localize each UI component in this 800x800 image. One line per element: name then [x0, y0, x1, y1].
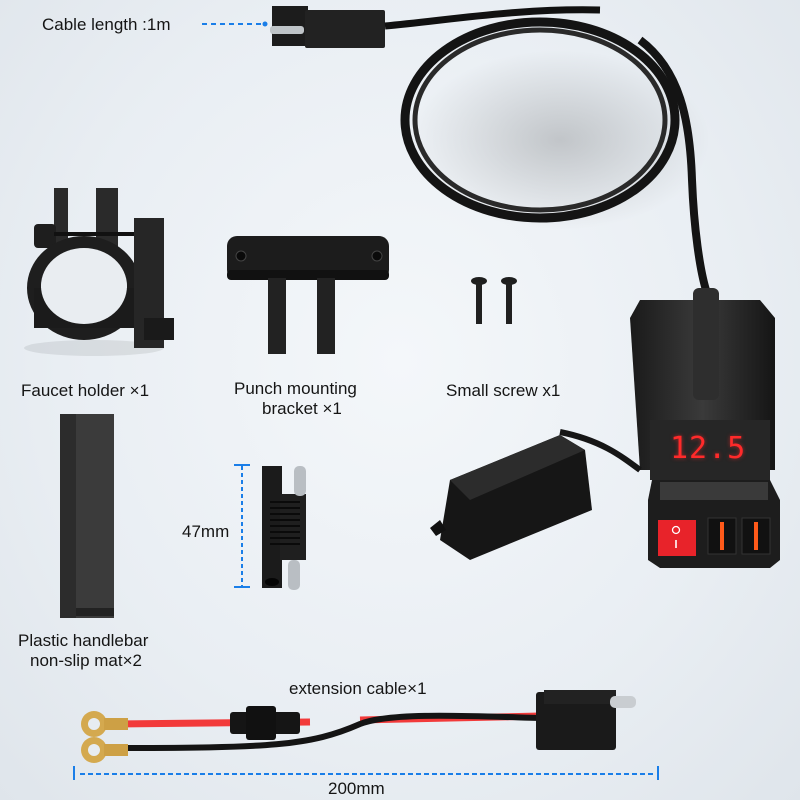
punch-mounting-bracket-image — [227, 236, 389, 354]
extension-cable-label: extension cable×1 — [289, 679, 427, 698]
cable-length-label: Cable length :1m — [42, 15, 171, 34]
extension-dimension-line — [73, 766, 659, 780]
non-slip-mat-label-line1: Plastic handlebar — [18, 631, 149, 650]
sae-connector-image — [262, 466, 306, 590]
faucet-holder-label: Faucet holder ×1 — [21, 381, 150, 400]
extension-cable-image — [81, 690, 636, 763]
non-slip-mat-label-line2: non-slip mat×2 — [30, 651, 142, 670]
non-slip-mat-image — [60, 414, 114, 618]
cable-length-pointer — [202, 21, 268, 27]
punch-bracket-label-line2: bracket ×1 — [262, 399, 342, 418]
connector-dimension-label: 47mm — [182, 522, 230, 541]
sae-connector-dimension-line — [234, 464, 250, 588]
small-screws-image — [471, 277, 517, 324]
small-screw-label: Small screw x1 — [446, 381, 561, 400]
faucet-holder-image — [24, 188, 174, 356]
extension-dimension-label: 200mm — [328, 779, 385, 798]
power-switch — [658, 520, 696, 556]
voltage-display: 12.5 — [670, 431, 747, 466]
usb-charger-with-cable — [270, 6, 780, 568]
punch-bracket-label-line1: Punch mounting — [234, 379, 357, 398]
